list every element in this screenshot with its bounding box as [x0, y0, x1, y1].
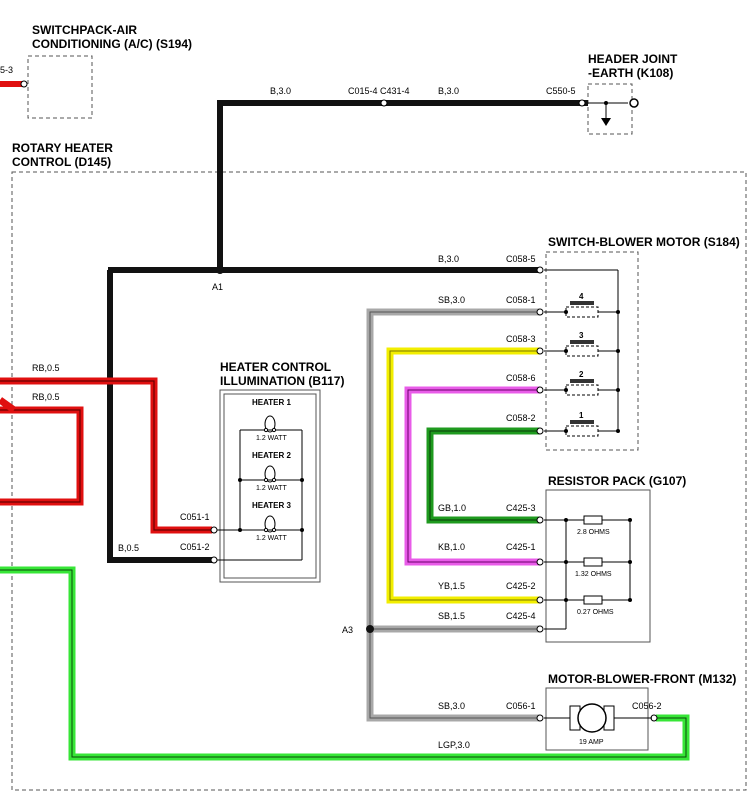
s184-title: SWITCH-BLOWER MOTOR (S184): [548, 235, 740, 249]
wire-lgp30: [0, 566, 690, 761]
d145-title-line1: ROTARY HEATER: [12, 141, 113, 155]
wire-label-b30-c: B,3.0: [438, 254, 459, 264]
connector-c051-1: C051-1: [180, 512, 210, 522]
wire-label-kb10: KB,1.0: [438, 542, 465, 552]
blower-motor-icon: [544, 703, 652, 733]
wire-label-rb05-a: RB,0.5: [32, 363, 60, 373]
wire-label-sb30-a: SB,3.0: [438, 295, 465, 305]
connector-c051-2: C051-2: [180, 542, 210, 552]
switch-position-4: 4: [579, 292, 584, 301]
connector-c550-5: C550-5: [546, 86, 576, 96]
connector-c056-1: C056-1: [506, 701, 536, 711]
connector-c425-3: C425-3: [506, 503, 536, 513]
b117-inner: [223, 393, 317, 579]
m132-title: MOTOR-BLOWER-FRONT (M132): [548, 672, 736, 686]
k108-title-line1: HEADER JOINT: [588, 52, 678, 66]
resistor-1-value: 2.8 OHMS: [577, 529, 610, 536]
earth-ground-icon: [588, 98, 639, 126]
s194-title-line2: CONDITIONING (A/C) (S194): [32, 37, 192, 51]
splice-a3: [366, 625, 374, 633]
wire-b30-top: [217, 100, 588, 272]
g107-internals: [544, 515, 631, 630]
b117-title-line2: ILLUMINATION (B117): [220, 374, 344, 388]
connector-c056-2: C056-2: [632, 701, 662, 711]
wire-label-lgp30: LGP,3.0: [438, 740, 470, 750]
heater-2-label: HEATER 2: [252, 451, 292, 460]
resistor-3-value: 0.27 OHMS: [577, 609, 614, 616]
connector-c058-5: C058-5: [506, 254, 536, 264]
heater-1-label: HEATER 1: [252, 398, 292, 407]
d145-title-line2: CONTROL (D145): [12, 155, 111, 169]
wire-label-b30-a: B,3.0: [270, 86, 291, 96]
k108-outline: [587, 83, 633, 135]
motor-rating: 19 AMP: [579, 739, 604, 746]
s194-outline: [27, 55, 93, 119]
g107-title: RESISTOR PACK (G107): [548, 474, 686, 488]
s194-title-line1: SWITCHPACK-AIR: [32, 23, 137, 37]
wire-label-sb30-b: SB,3.0: [438, 701, 465, 711]
connector-c058-3: C058-3: [506, 334, 536, 344]
heater-3-watt: 1.2 WATT: [256, 535, 287, 542]
wire-label-b30-b: B,3.0: [438, 86, 459, 96]
heater-2-watt: 1.2 WATT: [256, 485, 287, 492]
wire-gb10: [426, 427, 540, 524]
splice-a1: [216, 266, 224, 274]
connector-c058-1: C058-1: [506, 295, 536, 305]
heater-3-label: HEATER 3: [252, 501, 292, 510]
d145-outline: [11, 171, 747, 791]
k108-title-line2: -EARTH (K108): [588, 66, 673, 80]
wire-label-b05: B,0.5: [118, 543, 139, 553]
resistor-2-value: 1.32 OHMS: [575, 571, 612, 578]
wire-label-rb05-b: RB,0.5: [32, 392, 60, 402]
connector-c015-c431: C015-4 C431-4: [348, 86, 410, 96]
wire-sb-gray: [366, 308, 540, 722]
switch-position-3: 3: [579, 331, 584, 340]
b117-title-line1: HEATER CONTROL: [220, 360, 331, 374]
wire-label-gb10: GB,1.0: [438, 503, 466, 513]
s184-contacts: [570, 301, 594, 424]
g107-nodes: [564, 518, 632, 602]
switch-position-2: 2: [579, 370, 584, 379]
splice-a3-label: A3: [342, 625, 353, 635]
connector-c425-4: C425-4: [506, 611, 536, 621]
connector-pins: [20, 80, 658, 722]
wire-rb05-lower: [0, 397, 84, 506]
b117-bulb-pins: [263, 427, 277, 533]
connector-c425-1: C425-1: [506, 542, 536, 552]
b117-nodes: [238, 478, 304, 532]
wire-label-yb15: YB,1.5: [438, 581, 465, 591]
s184-nodes: [564, 310, 620, 433]
connector-s194-pin: 5-3: [0, 65, 13, 75]
splice-a1-label: A1: [212, 282, 223, 292]
switch-position-1: 1: [579, 411, 584, 420]
wire-yb15: [386, 347, 540, 604]
heater-1-watt: 1.2 WATT: [256, 435, 287, 442]
wire-kb10: [404, 386, 540, 566]
connector-c058-2: C058-2: [506, 413, 536, 423]
wire-rb05-upper: [0, 377, 212, 534]
connector-c425-2: C425-2: [506, 581, 536, 591]
wire-b05: [107, 270, 212, 563]
wire-label-sb15: SB,1.5: [438, 611, 465, 621]
connector-c058-6: C058-6: [506, 373, 536, 383]
s184-outline: [545, 251, 639, 451]
